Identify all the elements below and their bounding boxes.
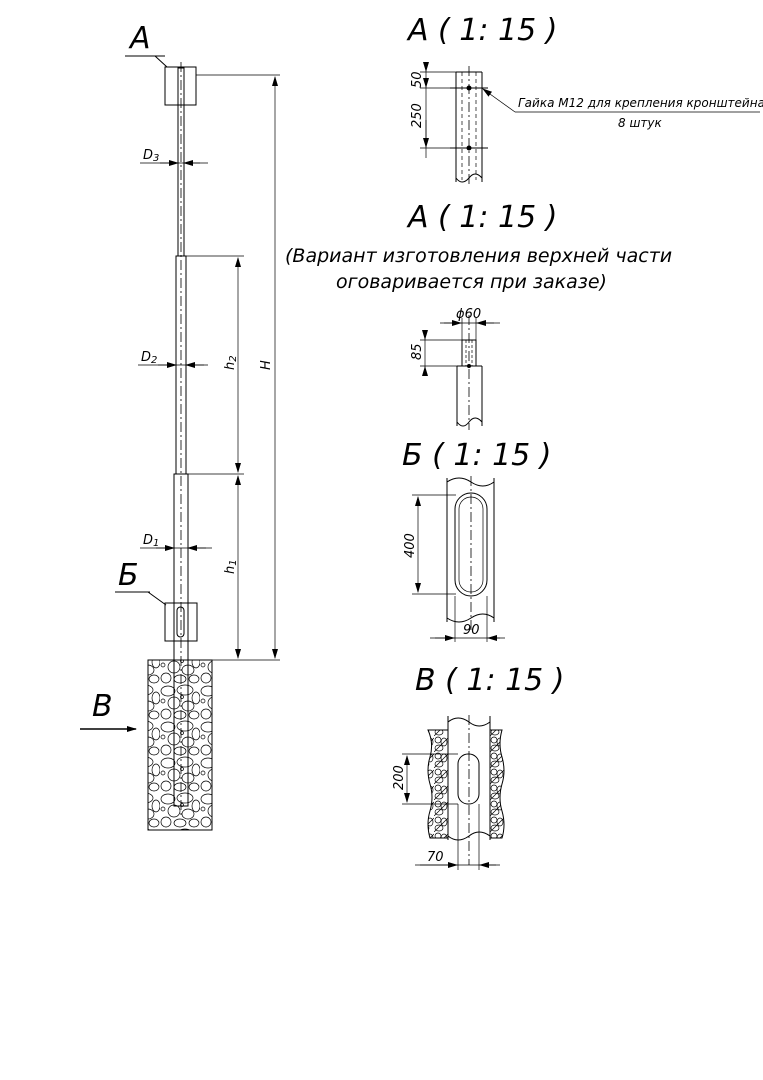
dim-50-label: 50 xyxy=(410,71,425,88)
callout-a-leader-diag xyxy=(154,55,168,68)
nut-leader xyxy=(482,88,516,113)
dim-250-label: 250 xyxy=(410,103,425,128)
nut-icon-upper xyxy=(466,85,472,91)
detail-a-title: А ( 1: 15 ) xyxy=(406,13,557,48)
dim-90-label: 90 xyxy=(463,623,480,638)
dim-400-label: 400 xyxy=(403,533,418,558)
nut-note-line2: 8 штук xyxy=(618,116,663,130)
detail-b-title: Б ( 1: 15 ) xyxy=(402,438,552,473)
callout-v-label: В xyxy=(92,689,113,724)
callout-b-leader-diag xyxy=(147,591,167,606)
h1-label: h1 xyxy=(223,559,239,574)
detail-b-break-top xyxy=(446,477,495,487)
detail-a: А ( 1: 15 ) 50 250 Гайка М12 для креплен… xyxy=(406,13,763,185)
dim-85-label: 85 xyxy=(410,343,425,360)
detail-a-alt-title: А ( 1: 15 ) xyxy=(406,200,557,235)
d1-label: D1 xyxy=(143,533,159,549)
foundation-rubble xyxy=(147,659,213,831)
main-view: А Б В D3 D2 D1 h2 h1 xyxy=(80,21,280,831)
detail-a-callout-box xyxy=(164,66,197,106)
detail-a-alt-note-line2: оговаривается при заказе) xyxy=(336,271,607,293)
h-label: H xyxy=(259,360,274,370)
d2-label: D2 xyxy=(141,350,157,366)
callout-b-label: Б xyxy=(118,558,139,593)
nut-icon-lower xyxy=(466,145,472,151)
detail-b-callout-box xyxy=(164,602,198,642)
d3-label: D3 xyxy=(143,148,159,164)
detail-v: В ( 1: 15 ) 200 70 xyxy=(392,663,565,870)
alt-nut-icon xyxy=(467,364,471,368)
dim-200-label: 200 xyxy=(392,765,407,790)
detail-v-slot xyxy=(457,753,480,805)
detail-b-break-bottom xyxy=(446,613,495,623)
dim-d60-label: ϕ60 xyxy=(456,307,481,322)
h2-label: h2 xyxy=(223,355,239,370)
pole-slot xyxy=(176,606,185,638)
alt-pole-break xyxy=(456,417,483,427)
detail-v-rubble-right xyxy=(489,729,505,839)
nut-note-line1: Гайка М12 для крепления кронштейна xyxy=(518,96,763,110)
detail-a-alt-note-line1: (Вариант изготовления верхней части xyxy=(285,245,672,267)
dim-70-label: 70 xyxy=(427,850,444,865)
detail-b-slot-outer xyxy=(454,492,488,597)
callout-a-label: А xyxy=(128,21,151,56)
detail-b: Б ( 1: 15 ) 400 90 xyxy=(402,438,552,642)
detail-v-title: В ( 1: 15 ) xyxy=(415,663,565,698)
detail-a-alt: А ( 1: 15 ) (Вариант изготовления верхне… xyxy=(285,200,672,430)
detail-v-rubble-left xyxy=(427,729,449,839)
